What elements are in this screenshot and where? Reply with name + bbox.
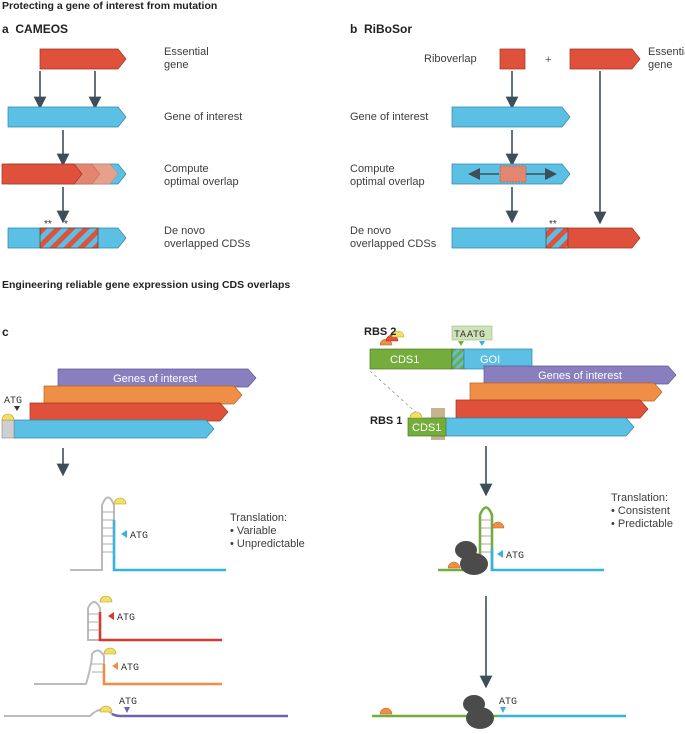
a-gene-of-interest-label: Gene of interest <box>164 111 243 123</box>
a-gene-of-interest-arrow <box>7 106 127 128</box>
c-right-orange-gene <box>469 382 663 402</box>
b-gene-of-interest-label: Gene of interest <box>350 111 429 123</box>
panel-a-letter: a <box>2 22 9 36</box>
c-right-red-gene <box>455 399 649 419</box>
panel-b-heading: b RiBoSor <box>350 22 412 36</box>
panel-b-letter: b <box>350 22 358 36</box>
c-left-linear-purple: ATG <box>4 697 288 718</box>
panel-c-letter: c <box>2 325 9 339</box>
top-section-title: Protecting a gene of interest from mutat… <box>2 0 218 12</box>
svg-text:ATG: ATG <box>499 697 517 708</box>
panel-a-name: CAMEOS <box>15 22 69 36</box>
b-compute-label: Compute optimal overlap <box>350 163 425 188</box>
svg-text:ATG: ATG <box>119 697 137 708</box>
c-left-translation-item-1: • Variable <box>230 525 277 537</box>
c-left-hairpin-orange: ATG <box>34 647 222 686</box>
panel-c-right: CDS1 GOI TA ATG Genes of interest CDS1 <box>369 325 677 729</box>
c-left-ribosome-binding-icon <box>1 413 15 421</box>
c-right-atg-label: ATG <box>467 330 485 341</box>
b-stars: ** <box>549 219 557 230</box>
c-right-hairpin: ATG <box>438 506 604 575</box>
a-essential-gene-label: Essential gene <box>164 46 209 71</box>
c-right-blue-gene <box>439 417 635 437</box>
b-gene-of-interest-arrow <box>451 106 571 128</box>
c-left-translation-item-2: • Unpredictable <box>230 538 305 550</box>
c-left-hairpin-blue: ATG <box>70 496 226 572</box>
a-compute-label: Compute optimal overlap <box>164 163 239 188</box>
svg-text:ATG: ATG <box>130 531 148 542</box>
b-essential-gene-arrow <box>569 48 641 70</box>
a-essential-gene-arrow <box>39 48 127 70</box>
svg-text:GOI: GOI <box>480 354 500 366</box>
a-stars-1: ** <box>44 219 52 230</box>
c-right-ta-label: TA <box>454 330 466 341</box>
c-left-translation-title: Translation: <box>230 512 288 524</box>
c-left-genes-of-interest-label: Genes of interest <box>113 373 197 385</box>
c-right-translation-item-1: • Consistent <box>611 505 670 517</box>
b-riboverlap-label: Riboverlap <box>424 53 477 65</box>
c-left-hairpin-red: ATG <box>87 595 222 642</box>
c-right-translation-item-2: • Predictable <box>611 518 673 530</box>
panel-a: ** * <box>1 48 127 249</box>
c-right-purple-gene <box>483 365 677 385</box>
a-stars-2: * <box>64 219 68 230</box>
svg-text:CDS1: CDS1 <box>412 422 441 434</box>
c-left-blue-gene <box>13 419 215 439</box>
panel-b-name: RiBoSor <box>364 22 413 36</box>
svg-text:ATG: ATG <box>121 663 139 674</box>
panel-a-heading: a CAMEOS <box>2 22 68 36</box>
svg-text:ATG: ATG <box>117 613 135 624</box>
b-denovo-label: De novo overlapped CDSs <box>350 225 437 250</box>
b-essential-gene-label: Essential gene <box>648 46 685 71</box>
bottom-section-title: Engineering reliable gene expression usi… <box>2 279 291 291</box>
panel-c-left: Genes of interest ATG ATG <box>1 368 288 718</box>
b-compute-overlap-box <box>499 165 527 183</box>
panel-b: + ** <box>451 48 641 249</box>
c-left-atg-start: ATG <box>4 396 22 407</box>
svg-text:ATG: ATG <box>506 551 524 562</box>
c-left-orange-gene <box>43 385 243 405</box>
b-plus-sign: + <box>545 54 551 66</box>
c-rbs1-label: RBS 1 <box>370 415 403 427</box>
c-rbs2-label: RBS 2 <box>364 326 397 338</box>
c-right-rbs1-cds1 <box>407 417 447 437</box>
b-riboverlap-box <box>499 48 526 70</box>
svg-text:CDS1: CDS1 <box>390 354 419 366</box>
c-left-red-gene <box>29 402 229 422</box>
c-right-genes-of-interest-label: Genes of interest <box>538 370 622 382</box>
c-right-linear: ATG <box>372 695 626 729</box>
a-denovo-label: De novo overlapped CDSs <box>164 225 251 250</box>
a-compute-overlap-arrow <box>1 163 83 185</box>
c-right-translation-title: Translation: <box>611 492 669 504</box>
c-left-purple-gene <box>57 368 257 388</box>
